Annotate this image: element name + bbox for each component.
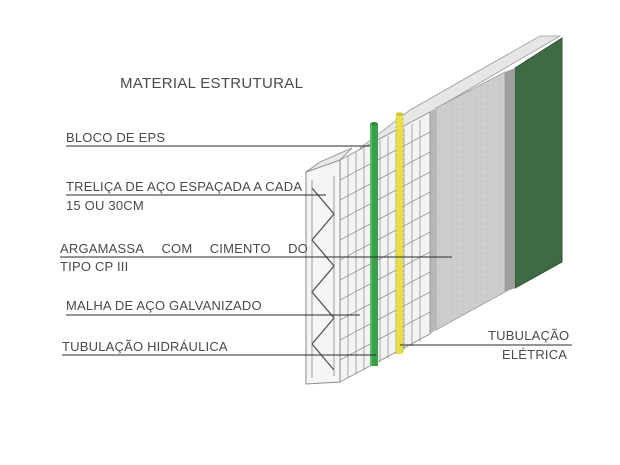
label-eps-block: BLOCO DE EPS [66,130,166,145]
electric-conduit [395,112,404,354]
label-truss-line2: 15 OU 30CM [66,198,144,213]
mortar-word: DO [288,241,308,256]
label-truss-line1: TRELIÇA DE AÇO ESPAÇADA A CADA [66,179,303,194]
label-hydraulic: TUBULAÇÃO HIDRÁULICA [62,339,228,354]
green-finish-layer [505,37,563,292]
mortar-word: ARGAMASSA [60,241,145,256]
label-electric-line2: ELÉTRICA [502,347,568,362]
label-mesh: MALHA DE AÇO GALVANIZADO [66,298,262,313]
eps-side-face [339,111,431,383]
diagram-title: MATERIAL ESTRUTURAL [120,75,304,92]
label-mortar-line2: TIPO CP III [60,259,129,274]
mortar-word: COM [161,241,193,256]
hydraulic-pipe [370,122,378,366]
label-electric-line1: TUBULAÇÃO [488,328,570,343]
steel-truss [311,187,335,371]
leader-lines [60,145,572,356]
mortar-layer [430,71,506,334]
mortar-word: CIMENTO [209,241,271,256]
eps-front-face [305,147,353,385]
label-mortar-line1: ARGAMASSA COM CIMENTO DO [60,241,308,256]
